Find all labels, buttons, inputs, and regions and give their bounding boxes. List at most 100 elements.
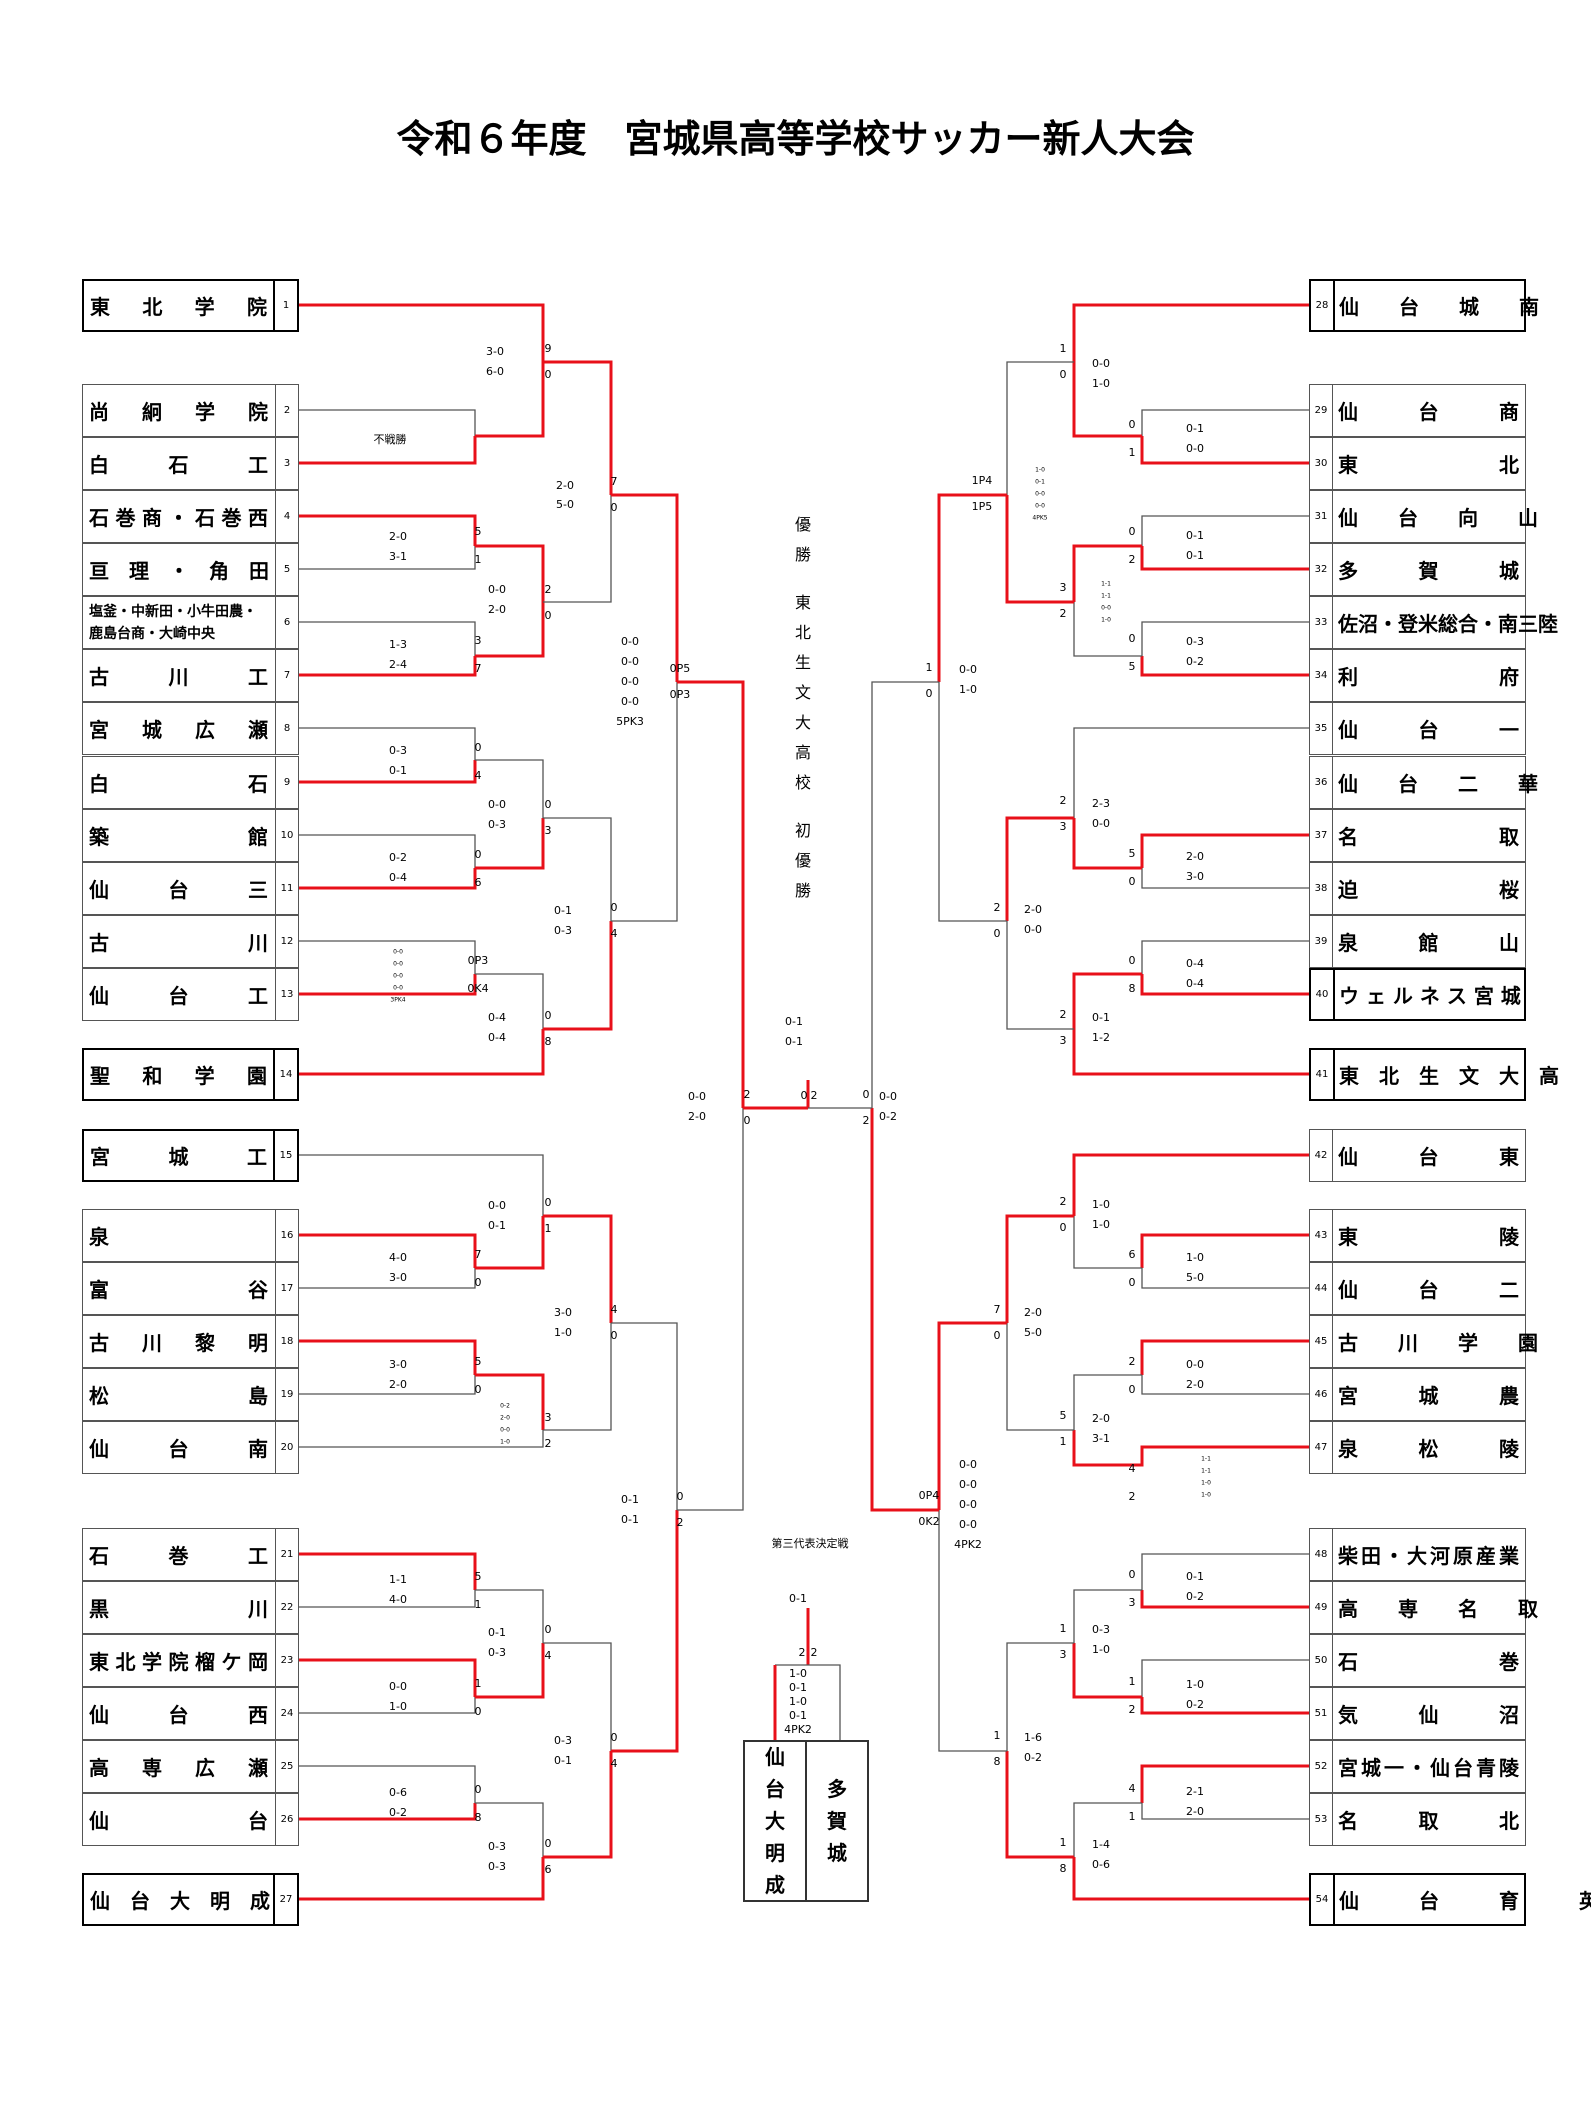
team-number: 15 <box>273 1131 297 1180</box>
team-name: 亘 理 ・ 角 田 <box>89 544 269 595</box>
match-score-detail: 1-1 <box>1101 593 1111 600</box>
bracket-line <box>299 1765 476 1803</box>
team-name: 松 島 <box>89 1369 268 1420</box>
match-score: 2-0 <box>1024 1306 1042 1319</box>
match-score: 0-3 <box>554 924 572 937</box>
goal-count: 2 <box>1060 1008 1067 1021</box>
match-score: 0-0 <box>1024 923 1042 936</box>
match-score: 1-0 <box>1186 1251 1204 1264</box>
goal-count: 3 <box>1060 820 1067 833</box>
bracket-line <box>475 973 544 1029</box>
match-score: 0-0 <box>621 675 639 688</box>
goal-count: 6 <box>1129 1248 1136 1261</box>
team-name: 仙 台 工 <box>89 969 268 1020</box>
goal-count: 1 <box>994 1729 1001 1742</box>
bracket-line <box>475 362 545 438</box>
goal-count: 3 <box>545 1411 552 1424</box>
goal-count: 1 <box>926 661 933 674</box>
bracket-line <box>1006 1323 1074 1431</box>
team-name: 東 北 <box>1338 438 1519 489</box>
bracket-line <box>299 409 476 436</box>
team-name: 古 川 工 <box>89 650 268 701</box>
bracket-line <box>475 1373 545 1430</box>
match-score: 1-4 <box>1092 1838 1110 1851</box>
team-number: 1 <box>273 281 297 330</box>
team-number: 19 <box>275 1369 298 1420</box>
match-score-detail: 4PK5 <box>1032 515 1047 522</box>
match-score-detail: 0-0 <box>1035 491 1045 498</box>
goal-count: 0 <box>475 1705 482 1718</box>
match-score: 0-6 <box>1092 1858 1110 1871</box>
bracket-line <box>475 1802 544 1857</box>
match-score: 2-3 <box>1092 797 1110 810</box>
bracket-line <box>299 940 476 974</box>
goal-count: 1 <box>1129 1810 1136 1823</box>
match-score: 0-4 <box>1186 957 1204 970</box>
goal-count: 0 <box>545 1837 552 1850</box>
match-score: 2-0 <box>688 1110 706 1123</box>
match-score: 0-1 <box>1186 549 1204 562</box>
champion-label: 優勝 東北生文大高校 初優勝 <box>790 510 816 906</box>
match-score-detail: 1-0 <box>1101 617 1111 624</box>
bracket-line <box>543 495 612 603</box>
match-score-detail: 0-0 <box>1035 503 1045 510</box>
goal-count: 0 <box>545 798 552 811</box>
goal-count: 4 <box>1129 1782 1136 1795</box>
match-score: 0-4 <box>488 1031 506 1044</box>
team-number: 8 <box>275 703 298 754</box>
goal-count: 1 <box>1129 446 1136 459</box>
goal-count: 0 <box>475 741 482 754</box>
bracket-line <box>1072 972 1142 1029</box>
team-number: 12 <box>275 916 298 967</box>
team-number: 9 <box>275 757 298 808</box>
team-name-text: 宮 城 工 <box>90 1145 267 1169</box>
match-score: 2-0 <box>1092 1412 1110 1425</box>
match-score-detail: 1-1 <box>1201 1456 1211 1463</box>
goal-count: 0P4 <box>919 1489 940 1502</box>
team-name-text: ウ ェ ル ネ ス 宮 城 <box>1339 984 1521 1008</box>
match-score-detail: 1-0 <box>1201 1492 1211 1499</box>
bracket-line <box>299 1803 477 1821</box>
match-score: 0-3 <box>488 1840 506 1853</box>
match-score: 3-1 <box>1092 1432 1110 1445</box>
team-number: 30 <box>1310 438 1333 489</box>
goal-count: 0 <box>475 1276 482 1289</box>
team-number: 54 <box>1311 1875 1335 1924</box>
goal-count: 0 <box>611 901 618 914</box>
goal-count: 0 <box>1129 525 1136 538</box>
bracket-line <box>299 974 477 996</box>
team-name-text: 泉 松 陵 <box>1338 1437 1519 1461</box>
goal-count: 5 <box>1129 660 1136 673</box>
team-name-text: 高 専 名 取 <box>1338 1597 1538 1621</box>
team-name: 多 賀 城 <box>1338 544 1519 595</box>
match-score: 3-0 <box>389 1358 407 1371</box>
team-name-text: 東 北 <box>1338 453 1519 477</box>
goal-count: 9 <box>545 342 552 355</box>
bracket-line <box>1073 1589 1142 1643</box>
match-score: 1-0 <box>789 1667 807 1680</box>
match-score: 0-1 <box>389 764 407 777</box>
goal-count: 3 <box>475 634 482 647</box>
goal-count: 0 <box>545 1196 552 1209</box>
bracket-line <box>1073 1802 1142 1857</box>
bracket-line <box>299 1339 477 1375</box>
goal-count: 2 <box>994 901 1001 914</box>
goal-count: 5 <box>1129 847 1136 860</box>
team-name-text: 仙 台 東 <box>1338 1145 1519 1169</box>
bracket-line <box>1141 409 1309 436</box>
team-name: 白 石 <box>89 757 268 808</box>
team-name: 仙 台 二 <box>1338 1263 1519 1314</box>
bracket-line <box>937 493 1007 682</box>
team-name: 仙 台 大 明 成 <box>90 1875 270 1924</box>
goal-count: 0 <box>545 1009 552 1022</box>
goal-count: 0 <box>1060 368 1067 381</box>
match-score: 4PK2 <box>954 1538 982 1551</box>
